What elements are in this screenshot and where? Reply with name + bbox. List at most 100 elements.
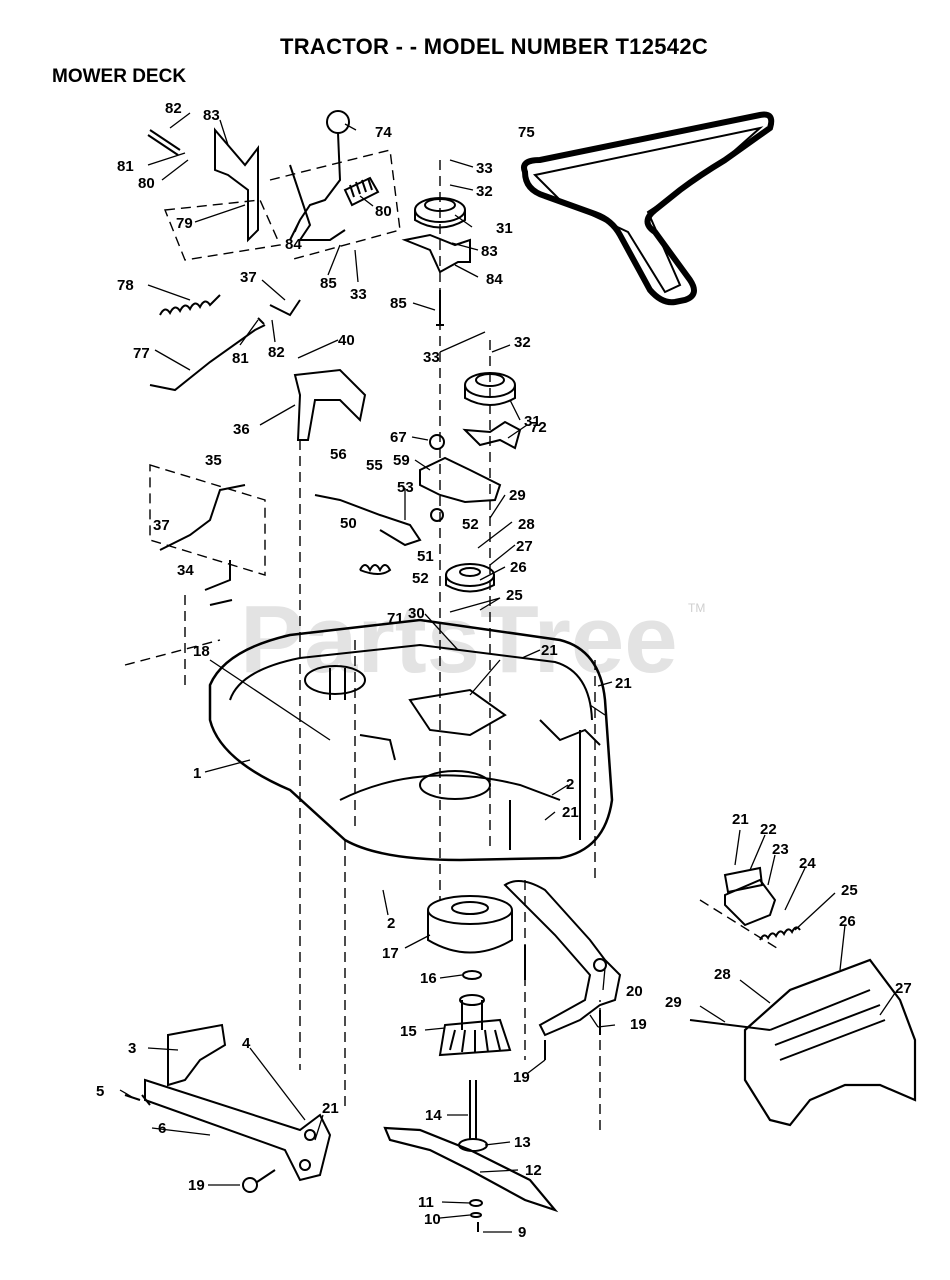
callout-30: 25 bbox=[506, 587, 523, 604]
callout-36-b: 31 bbox=[524, 413, 541, 430]
watermark-tm: TM bbox=[688, 601, 705, 615]
callout-10: 11 bbox=[418, 1194, 434, 1211]
callout-52: 55 bbox=[366, 457, 383, 474]
callout-21-e: 21 bbox=[732, 811, 749, 828]
clip-spring bbox=[759, 926, 801, 941]
callout-5: 5 bbox=[96, 1083, 104, 1100]
idler-spring bbox=[359, 564, 392, 575]
callout-49: 51 bbox=[417, 548, 434, 565]
callout-11: 12 bbox=[525, 1162, 542, 1179]
callout-81: 81 bbox=[232, 350, 249, 367]
callout-80: 80 bbox=[375, 203, 392, 220]
callout-75: 81 bbox=[117, 158, 134, 175]
callout-17: 18 bbox=[193, 643, 210, 660]
discharge-chute bbox=[743, 958, 917, 1127]
callout-22: 22 bbox=[760, 821, 777, 838]
callout-59: 72 bbox=[530, 419, 547, 436]
callout-36-a: 31 bbox=[496, 220, 513, 237]
callout-26: 26 bbox=[839, 913, 856, 930]
spindle-assembly bbox=[438, 1018, 512, 1057]
callout-2-b: 2 bbox=[387, 915, 395, 932]
callout-6: 6 bbox=[158, 1120, 166, 1137]
leader-lines bbox=[119, 112, 896, 1233]
callout-32: 27 bbox=[516, 538, 533, 555]
tension-spring bbox=[159, 294, 221, 316]
lever-knob bbox=[326, 110, 350, 134]
callout-21-c: 21 bbox=[562, 804, 579, 821]
callout-67: 74 bbox=[375, 124, 392, 141]
callout-35: 30 bbox=[408, 605, 425, 622]
callout-79: 85 bbox=[320, 275, 337, 292]
callout-50-a: 52 bbox=[462, 516, 479, 533]
deck-arm bbox=[503, 880, 622, 1037]
callout-29: 29 bbox=[665, 994, 682, 1011]
callout-68: 75 bbox=[518, 124, 535, 141]
callout-20: 20 bbox=[626, 983, 643, 1000]
callout-15: 16 bbox=[420, 970, 437, 987]
callout-43: 35 bbox=[205, 452, 222, 469]
callout-21-d: 21 bbox=[322, 1100, 339, 1117]
callout-74: 80 bbox=[138, 175, 155, 192]
diagram-title: TRACTOR - - MODEL NUMBER T12542C bbox=[280, 34, 709, 59]
callout-56: 67 bbox=[390, 429, 407, 446]
callout-46: 40 bbox=[338, 332, 355, 349]
callout-85: 85 bbox=[390, 295, 407, 312]
callout-8: 9 bbox=[518, 1224, 526, 1241]
watermark-text: PartsTree bbox=[240, 586, 678, 693]
callout-83: 83 bbox=[481, 243, 498, 260]
callout-40-b: 33 bbox=[476, 160, 493, 177]
callout-84: 84 bbox=[486, 271, 503, 288]
callout-44: 36 bbox=[233, 421, 250, 438]
callout-73: 79 bbox=[176, 215, 193, 232]
callout-51: 53 bbox=[397, 479, 414, 496]
callout-34: 29 bbox=[509, 487, 526, 504]
lever-grip bbox=[343, 176, 380, 207]
callout-21-a: 21 bbox=[541, 642, 558, 659]
idler-bracket bbox=[293, 368, 367, 441]
callout-18-a: 19 bbox=[630, 1016, 647, 1033]
deck-link-bar bbox=[144, 1078, 332, 1182]
callout-23: 23 bbox=[772, 841, 789, 858]
callout-31: 26 bbox=[510, 559, 527, 576]
callout-13: 14 bbox=[425, 1107, 442, 1124]
mower-deck-housing bbox=[208, 618, 614, 862]
callout-48: 50 bbox=[340, 515, 357, 532]
callout-76: 82 bbox=[165, 100, 182, 117]
callout-53: 56 bbox=[330, 446, 347, 463]
callout-45-b: 37 bbox=[153, 517, 170, 534]
callout-18-b: 19 bbox=[513, 1069, 530, 1086]
spindle-housing bbox=[427, 895, 513, 925]
callout-77: 83 bbox=[203, 107, 220, 124]
callout-50-b: 52 bbox=[412, 570, 429, 587]
callout-41: 34 bbox=[177, 562, 194, 579]
callout-3: 3 bbox=[128, 1040, 136, 1057]
callout-40-a: 33 bbox=[350, 286, 367, 303]
drive-belt bbox=[521, 111, 775, 306]
callout-1: 1 bbox=[193, 765, 201, 782]
callout-55: 59 bbox=[393, 452, 410, 469]
callout-82: 82 bbox=[268, 344, 285, 361]
callout-19: 19 bbox=[188, 1177, 205, 1194]
callout-37-b: 32 bbox=[514, 334, 531, 351]
callout-16: 17 bbox=[382, 945, 399, 962]
callout-12: 13 bbox=[514, 1134, 531, 1151]
callout-labels: 82 83 81 80 79 84 85 33 74 80 78 37 81 8… bbox=[96, 100, 912, 1241]
callout-9: 10 bbox=[424, 1211, 441, 1228]
callout-37-a: 32 bbox=[476, 183, 493, 200]
idler-arm-plate bbox=[419, 456, 502, 504]
callout-45-a: 37 bbox=[240, 269, 257, 286]
callout-14: 15 bbox=[400, 1023, 417, 1040]
callout-2-a: 2 bbox=[566, 776, 574, 793]
callout-21-b: 21 bbox=[615, 675, 632, 692]
callout-24: 24 bbox=[799, 855, 816, 872]
callout-78: 84 bbox=[285, 236, 302, 253]
callout-71: 77 bbox=[133, 345, 150, 362]
callout-58: 71 bbox=[387, 610, 404, 627]
callout-27: 27 bbox=[895, 980, 912, 997]
section-title: MOWER DECK bbox=[52, 66, 187, 87]
callout-40-c: 33 bbox=[423, 349, 440, 366]
callout-25: 25 bbox=[841, 882, 858, 899]
callout-28: 28 bbox=[714, 966, 731, 983]
